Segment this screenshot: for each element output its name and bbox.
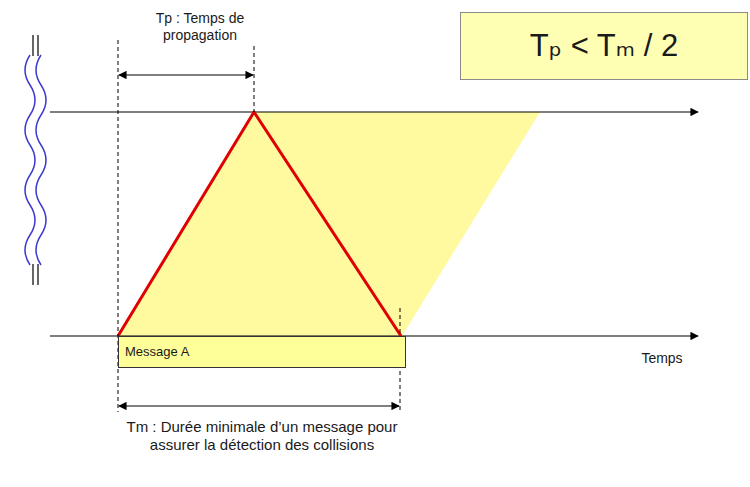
propagation-region [118,112,540,336]
axis-label: Temps [622,350,702,367]
formula-box: Tₚ < Tₘ / 2 [460,12,748,80]
message-bar: Message A [118,336,406,368]
dimension-label: Tp : Temps de propagation [135,10,265,44]
station-axis [50,111,698,112]
message-text: Message A [125,345,189,360]
dimension-arrow [119,405,399,406]
cable-symbol [25,35,46,285]
guide-line [254,46,255,112]
formula-text: Tₚ < Tₘ / 2 [530,28,678,64]
signal-path [118,112,401,336]
dimension-label: Tm : Durée minimale d’un message pour as… [117,418,407,454]
dimension-arrow [119,74,253,75]
